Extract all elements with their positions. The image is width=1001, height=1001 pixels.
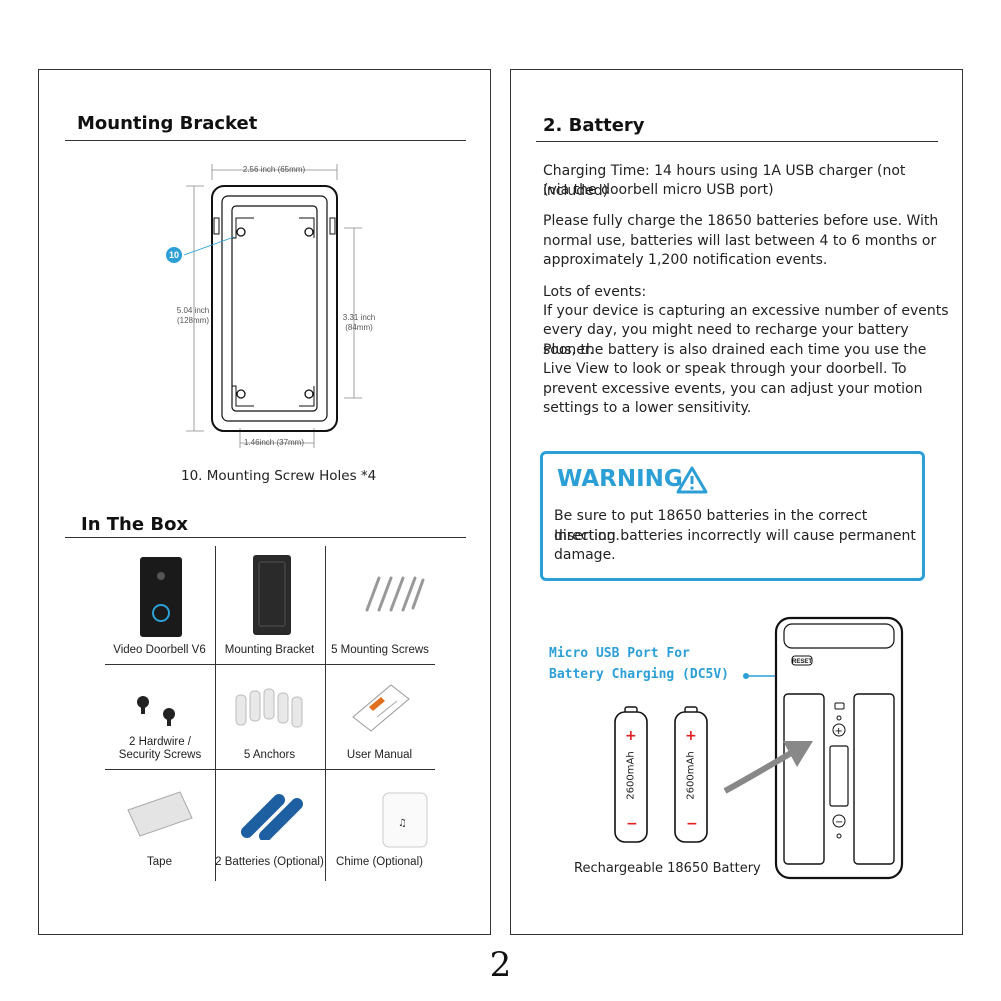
svg-text:−: −: [835, 817, 843, 828]
item-label: 5 Mounting Screws: [331, 644, 429, 656]
battery-capacity-1: 2600mAh: [625, 751, 637, 800]
warning-line-2: Inserting batteries incorrectly will cau…: [554, 528, 916, 544]
usb-note-line-2: Battery Charging (DC5V): [549, 667, 730, 682]
item-label: 2 Batteries (Optional): [215, 856, 324, 868]
usb-note-line-1: Micro USB Port For: [549, 646, 690, 661]
dim-width: 2.56 inch (65mm): [242, 165, 306, 174]
reset-label: RESET: [791, 659, 812, 665]
svg-text:+: +: [625, 728, 637, 744]
dim-height-left-1: 5.04 inch: [176, 306, 210, 315]
mounting-bracket-title: Mounting Bracket: [77, 113, 258, 134]
battery-capacity-2: 2600mAh: [685, 751, 697, 800]
battery-caption: Rechargeable 18650 Battery: [574, 861, 761, 876]
title-rule: [536, 141, 938, 142]
events-line-3: Plus, the battery is also drained each t…: [543, 342, 927, 358]
item-label: Chime (Optional): [336, 856, 423, 868]
events-line-6: settings to a lower sensitivity.: [543, 400, 752, 416]
doorbell-back-diagram: + −: [743, 616, 904, 880]
dim-height-left-2: (128mm): [176, 316, 209, 325]
svg-text:♫: ♫: [398, 818, 407, 829]
events-line-4: Live View to look or speak through your …: [543, 361, 907, 377]
chime-image: ♫: [382, 792, 428, 848]
doorbell-image: [140, 557, 182, 637]
svg-text:−: −: [686, 816, 698, 832]
item-label: 2 Hardwire / Security Screws: [118, 736, 202, 761]
hardwire-screws-image: [137, 696, 175, 726]
grid-line: [105, 769, 435, 770]
warning-icon: [676, 466, 708, 494]
warning-title: WARNING: [557, 466, 683, 492]
item-label: User Manual: [346, 749, 413, 761]
charging-line-1: Charging Time: 14 hours using 1A USB cha…: [543, 163, 906, 199]
battery-18650-2: + −: [674, 706, 708, 843]
svg-text:+: +: [685, 728, 697, 744]
grid-line: [325, 546, 326, 881]
bracket-caption: 10. Mounting Screw Holes *4: [181, 468, 377, 484]
item-label: Mounting Bracket: [224, 644, 315, 656]
warning-line-3: damage.: [554, 547, 616, 563]
dim-height-right-2: (84mm): [345, 323, 373, 332]
item-label: Video Doorbell V6: [113, 644, 206, 656]
left-page-panel: Mounting Bracket 10 2.56 inch (65mm) 5.0…: [38, 69, 491, 935]
title-rule: [65, 140, 466, 141]
tape-image: [127, 791, 193, 837]
in-box-rule: [65, 537, 466, 538]
events-line-2: every day, you might need to recharge yo…: [543, 322, 909, 358]
grid-line: [215, 546, 216, 881]
warning-line-1: Be sure to put 18650 batteries in the co…: [554, 508, 868, 544]
events-line-1: If your device is capturing an excessive…: [543, 303, 949, 319]
batteries-image: [241, 794, 303, 840]
dim-height-right-1: 3.31 inch: [342, 313, 376, 322]
battery-title: 2. Battery: [543, 115, 645, 136]
svg-text:+: +: [835, 726, 843, 737]
events-heading: Lots of events:: [543, 284, 647, 300]
warning-box: WARNING Be sure to put 18650 batteries i…: [540, 451, 925, 581]
charge-para-line-3: approximately 1,200 notification events.: [543, 252, 828, 268]
item-label: 5 Anchors: [243, 749, 296, 761]
screws-image: [365, 576, 425, 612]
item-label: Tape: [147, 856, 172, 868]
anchors-image: [235, 688, 303, 728]
battery-18650-1: + −: [614, 706, 648, 843]
right-page-panel: 2. Battery Charging Time: 14 hours using…: [510, 69, 963, 935]
svg-text:−: −: [626, 816, 638, 832]
bracket-image: [253, 555, 291, 635]
callout-number: 10: [168, 250, 179, 260]
page-number: 2: [489, 945, 512, 985]
in-the-box-title: In The Box: [81, 514, 189, 535]
bracket-diagram: [166, 164, 362, 448]
grid-line: [105, 664, 435, 665]
insert-arrow: [723, 741, 813, 794]
manual-image: [352, 684, 410, 732]
dim-bottom: 1.46inch (37mm): [243, 438, 305, 447]
events-line-5: prevent excessive events, you can adjust…: [543, 381, 923, 397]
charge-para-line-1: Please fully charge the 18650 batteries …: [543, 213, 939, 229]
charge-para-line-2: normal use, batteries will last between …: [543, 233, 937, 249]
charging-line-2: (via the doorbell micro USB port): [543, 182, 774, 198]
